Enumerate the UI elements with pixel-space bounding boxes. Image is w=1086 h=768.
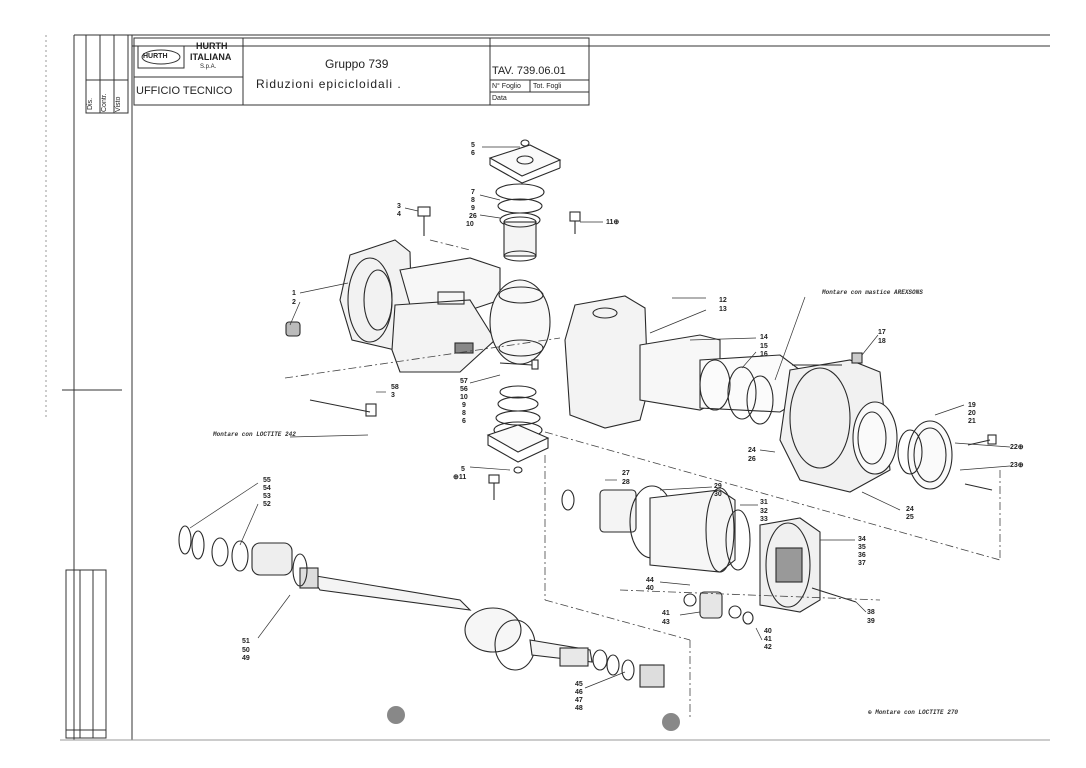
callout: 1: [292, 290, 296, 297]
callout: 21: [968, 418, 976, 425]
callout: 15: [760, 343, 768, 350]
callout: 56: [460, 386, 468, 393]
callout: 23⊕: [1010, 462, 1024, 469]
callout: 11⊕: [606, 219, 620, 226]
callout: 7: [471, 189, 475, 196]
callout: 41: [764, 636, 772, 643]
callout: 35: [858, 544, 866, 551]
callout: 9: [471, 205, 475, 212]
callout: 58: [391, 384, 399, 391]
callout: 33: [760, 516, 768, 523]
company-name-line3: S.p.A.: [200, 64, 217, 70]
callout: 12: [719, 297, 727, 304]
note-loctite-270: ⊕ Montare con LOCTITE 270: [868, 709, 959, 716]
callout: 3: [391, 392, 395, 399]
callout: 38: [867, 609, 875, 616]
drawing-description: Riduzioni epicicloidali .: [256, 77, 402, 91]
callout: 40: [764, 628, 772, 635]
callout: 40: [646, 585, 654, 592]
department-label: UFFICIO TECNICO: [136, 85, 233, 97]
callout: 53: [263, 493, 271, 500]
callout: 34: [858, 536, 866, 543]
sheet-number-label: N° Foglio: [492, 83, 521, 90]
callout: 10: [460, 394, 468, 401]
callout: 22⊕: [1010, 444, 1024, 451]
callout: 36: [858, 552, 866, 559]
group-title: Gruppo 739: [325, 57, 389, 71]
callout: 43: [662, 619, 670, 626]
callout: 17: [878, 329, 886, 336]
note-arexsons: Montare con mastice AREXSONS: [822, 289, 923, 296]
company-name-line2: ITALIANA: [190, 52, 232, 62]
callout: 8: [462, 410, 466, 417]
callout: 13: [719, 306, 727, 313]
callout: 48: [575, 705, 583, 712]
callout: 44: [646, 577, 654, 584]
callout: 5: [461, 466, 465, 473]
callout: 47: [575, 697, 583, 704]
callout: 29: [714, 483, 722, 490]
callout: 27: [622, 470, 630, 477]
note-loctite-242: Montare con LOCTITE 242: [213, 431, 296, 438]
callout: 9: [462, 402, 466, 409]
callout: 55: [263, 477, 271, 484]
callout: 19: [968, 402, 976, 409]
callout: 24: [906, 506, 914, 513]
callout: 14: [760, 334, 768, 341]
callout: 18: [878, 338, 886, 345]
callout: 4: [397, 211, 401, 218]
callout: 6: [462, 418, 466, 425]
callout: 3: [397, 203, 401, 210]
callout: 50: [242, 647, 250, 654]
side-label-dis: Dis.: [87, 97, 94, 110]
callout: 16: [760, 351, 768, 358]
callout: 52: [263, 501, 271, 508]
callout: 42: [764, 644, 772, 651]
callout: 49: [242, 655, 250, 662]
company-name-line1: HURTH: [196, 41, 228, 51]
callout: 32: [760, 508, 768, 515]
callout: 31: [760, 499, 768, 506]
callout: 46: [575, 689, 583, 696]
side-label-contr: Contr.: [101, 93, 108, 112]
callout: 37: [858, 560, 866, 567]
side-label-visto: Visto: [115, 96, 122, 112]
callout: 24: [748, 447, 756, 454]
callout: 51: [242, 638, 250, 645]
total-sheets-label: Tot. Fogli: [533, 83, 562, 90]
callout: 39: [867, 618, 875, 625]
callout: 28: [622, 479, 630, 486]
callout: 57: [460, 378, 468, 385]
callout: 8: [471, 197, 475, 204]
callout: 41: [662, 610, 670, 617]
callout: 45: [575, 681, 583, 688]
callout: 26: [469, 213, 477, 220]
callout: ⊕11: [453, 474, 467, 481]
callout: 20: [968, 410, 976, 417]
callout: 10: [466, 221, 474, 228]
callout: 6: [471, 150, 475, 157]
callout: 30: [714, 491, 722, 498]
callout: 25: [906, 514, 914, 521]
callout: 26: [748, 456, 756, 463]
callout: 54: [263, 485, 271, 492]
callout: 2: [292, 299, 296, 306]
callout: 5: [471, 142, 475, 149]
table-number: TAV. 739.06.01: [492, 65, 566, 77]
logo: HURTH: [143, 53, 168, 60]
date-label: Data: [492, 95, 507, 102]
